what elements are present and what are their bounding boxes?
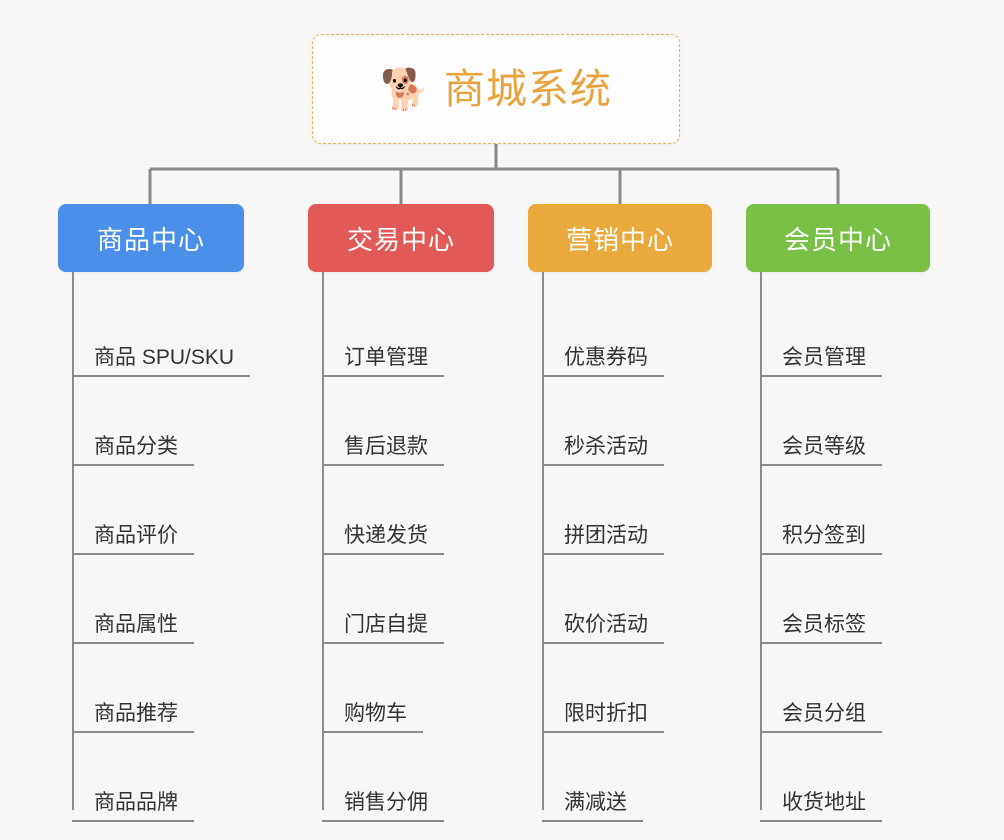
leaf-label: 限时折扣 (542, 702, 664, 733)
list-item[interactable]: 门店自提 (308, 555, 494, 644)
branch-header-product[interactable]: 商品中心 (58, 204, 244, 272)
leaf-label: 售后退款 (322, 435, 444, 466)
branch-column: 商品中心 商品 SPU/SKU 商品分类 商品评价 商品属性 商品推荐 商品品牌 (58, 204, 251, 822)
branch-header-marketing[interactable]: 营销中心 (528, 204, 712, 272)
leaf-label: 门店自提 (322, 613, 444, 644)
branch-header-label: 商品中心 (96, 224, 205, 255)
list-item[interactable]: 秒杀活动 (528, 377, 712, 466)
leaf-label: 砍价活动 (542, 613, 664, 644)
list-item[interactable]: 购物车 (308, 644, 494, 733)
leaf-label: 积分签到 (760, 524, 882, 555)
leaf-label: 会员管理 (760, 346, 882, 377)
list-item[interactable]: 商品分类 (58, 377, 244, 466)
branch-header-member[interactable]: 会员中心 (746, 204, 930, 272)
leaf-list: 会员管理 会员等级 积分签到 会员标签 会员分组 收货地址 (746, 272, 930, 822)
list-item[interactable]: 会员分组 (746, 644, 930, 733)
list-item[interactable]: 积分签到 (746, 466, 930, 555)
list-item[interactable]: 拼团活动 (528, 466, 712, 555)
leaf-label: 快递发货 (322, 524, 444, 555)
list-item[interactable]: 会员等级 (746, 377, 930, 466)
list-item[interactable]: 商品品牌 (58, 733, 244, 822)
list-item[interactable]: 商品属性 (58, 555, 244, 644)
branch-header-label: 营销中心 (565, 224, 674, 255)
leaf-label: 销售分佣 (322, 791, 444, 822)
leaf-label: 购物车 (322, 702, 423, 733)
leaf-label: 收货地址 (760, 791, 882, 822)
leaf-label: 会员等级 (760, 435, 882, 466)
leaf-spine (760, 272, 762, 810)
leaf-list: 订单管理 售后退款 快递发货 门店自提 购物车 销售分佣 (308, 272, 494, 822)
leaf-label: 商品属性 (72, 613, 194, 644)
leaf-list: 商品 SPU/SKU 商品分类 商品评价 商品属性 商品推荐 商品品牌 (58, 272, 251, 822)
list-item[interactable]: 优惠券码 (528, 288, 712, 377)
leaf-label: 商品分类 (72, 435, 194, 466)
branch-column: 营销中心 优惠券码 秒杀活动 拼团活动 砍价活动 限时折扣 满减送 (528, 204, 712, 822)
root-node[interactable]: 🐕 商城系统 (312, 34, 680, 144)
list-item[interactable]: 会员管理 (746, 288, 930, 377)
branch-column: 交易中心 订单管理 售后退款 快递发货 门店自提 购物车 销售分佣 (308, 204, 494, 822)
leaf-label: 订单管理 (322, 346, 444, 377)
leaf-label: 商品推荐 (72, 702, 194, 733)
branch-header-label: 会员中心 (783, 224, 892, 255)
page-title: 商城系统 (443, 65, 612, 112)
leaf-label: 商品 SPU/SKU (72, 346, 251, 377)
leaf-label: 商品评价 (72, 524, 194, 555)
list-item[interactable]: 砍价活动 (528, 555, 712, 644)
list-item[interactable]: 快递发货 (308, 466, 494, 555)
leaf-label: 拼团活动 (542, 524, 664, 555)
leaf-label: 秒杀活动 (542, 435, 664, 466)
branch-header-trade[interactable]: 交易中心 (308, 204, 494, 272)
leaf-label: 会员分组 (760, 702, 882, 733)
leaf-spine (322, 272, 324, 810)
leaf-label: 优惠券码 (542, 346, 664, 377)
list-item[interactable]: 限时折扣 (528, 644, 712, 733)
list-item[interactable]: 满减送 (528, 733, 712, 822)
leaf-spine (72, 272, 74, 810)
branch-column: 会员中心 会员管理 会员等级 积分签到 会员标签 会员分组 收货地址 (746, 204, 930, 822)
list-item[interactable]: 商品评价 (58, 466, 244, 555)
leaf-label: 满减送 (542, 791, 643, 822)
list-item[interactable]: 会员标签 (746, 555, 930, 644)
leaf-list: 优惠券码 秒杀活动 拼团活动 砍价活动 限时折扣 满减送 (528, 272, 712, 822)
list-item[interactable]: 销售分佣 (308, 733, 494, 822)
list-item[interactable]: 商品 SPU/SKU (58, 288, 251, 377)
list-item[interactable]: 售后退款 (308, 377, 494, 466)
leaf-label: 会员标签 (760, 613, 882, 644)
list-item[interactable]: 商品推荐 (58, 644, 244, 733)
leaf-label: 商品品牌 (72, 791, 194, 822)
list-item[interactable]: 收货地址 (746, 733, 930, 822)
shiba-dog-icon: 🐕 (380, 68, 430, 112)
leaf-spine (542, 272, 544, 810)
branch-header-label: 交易中心 (346, 224, 455, 255)
list-item[interactable]: 订单管理 (308, 288, 494, 377)
